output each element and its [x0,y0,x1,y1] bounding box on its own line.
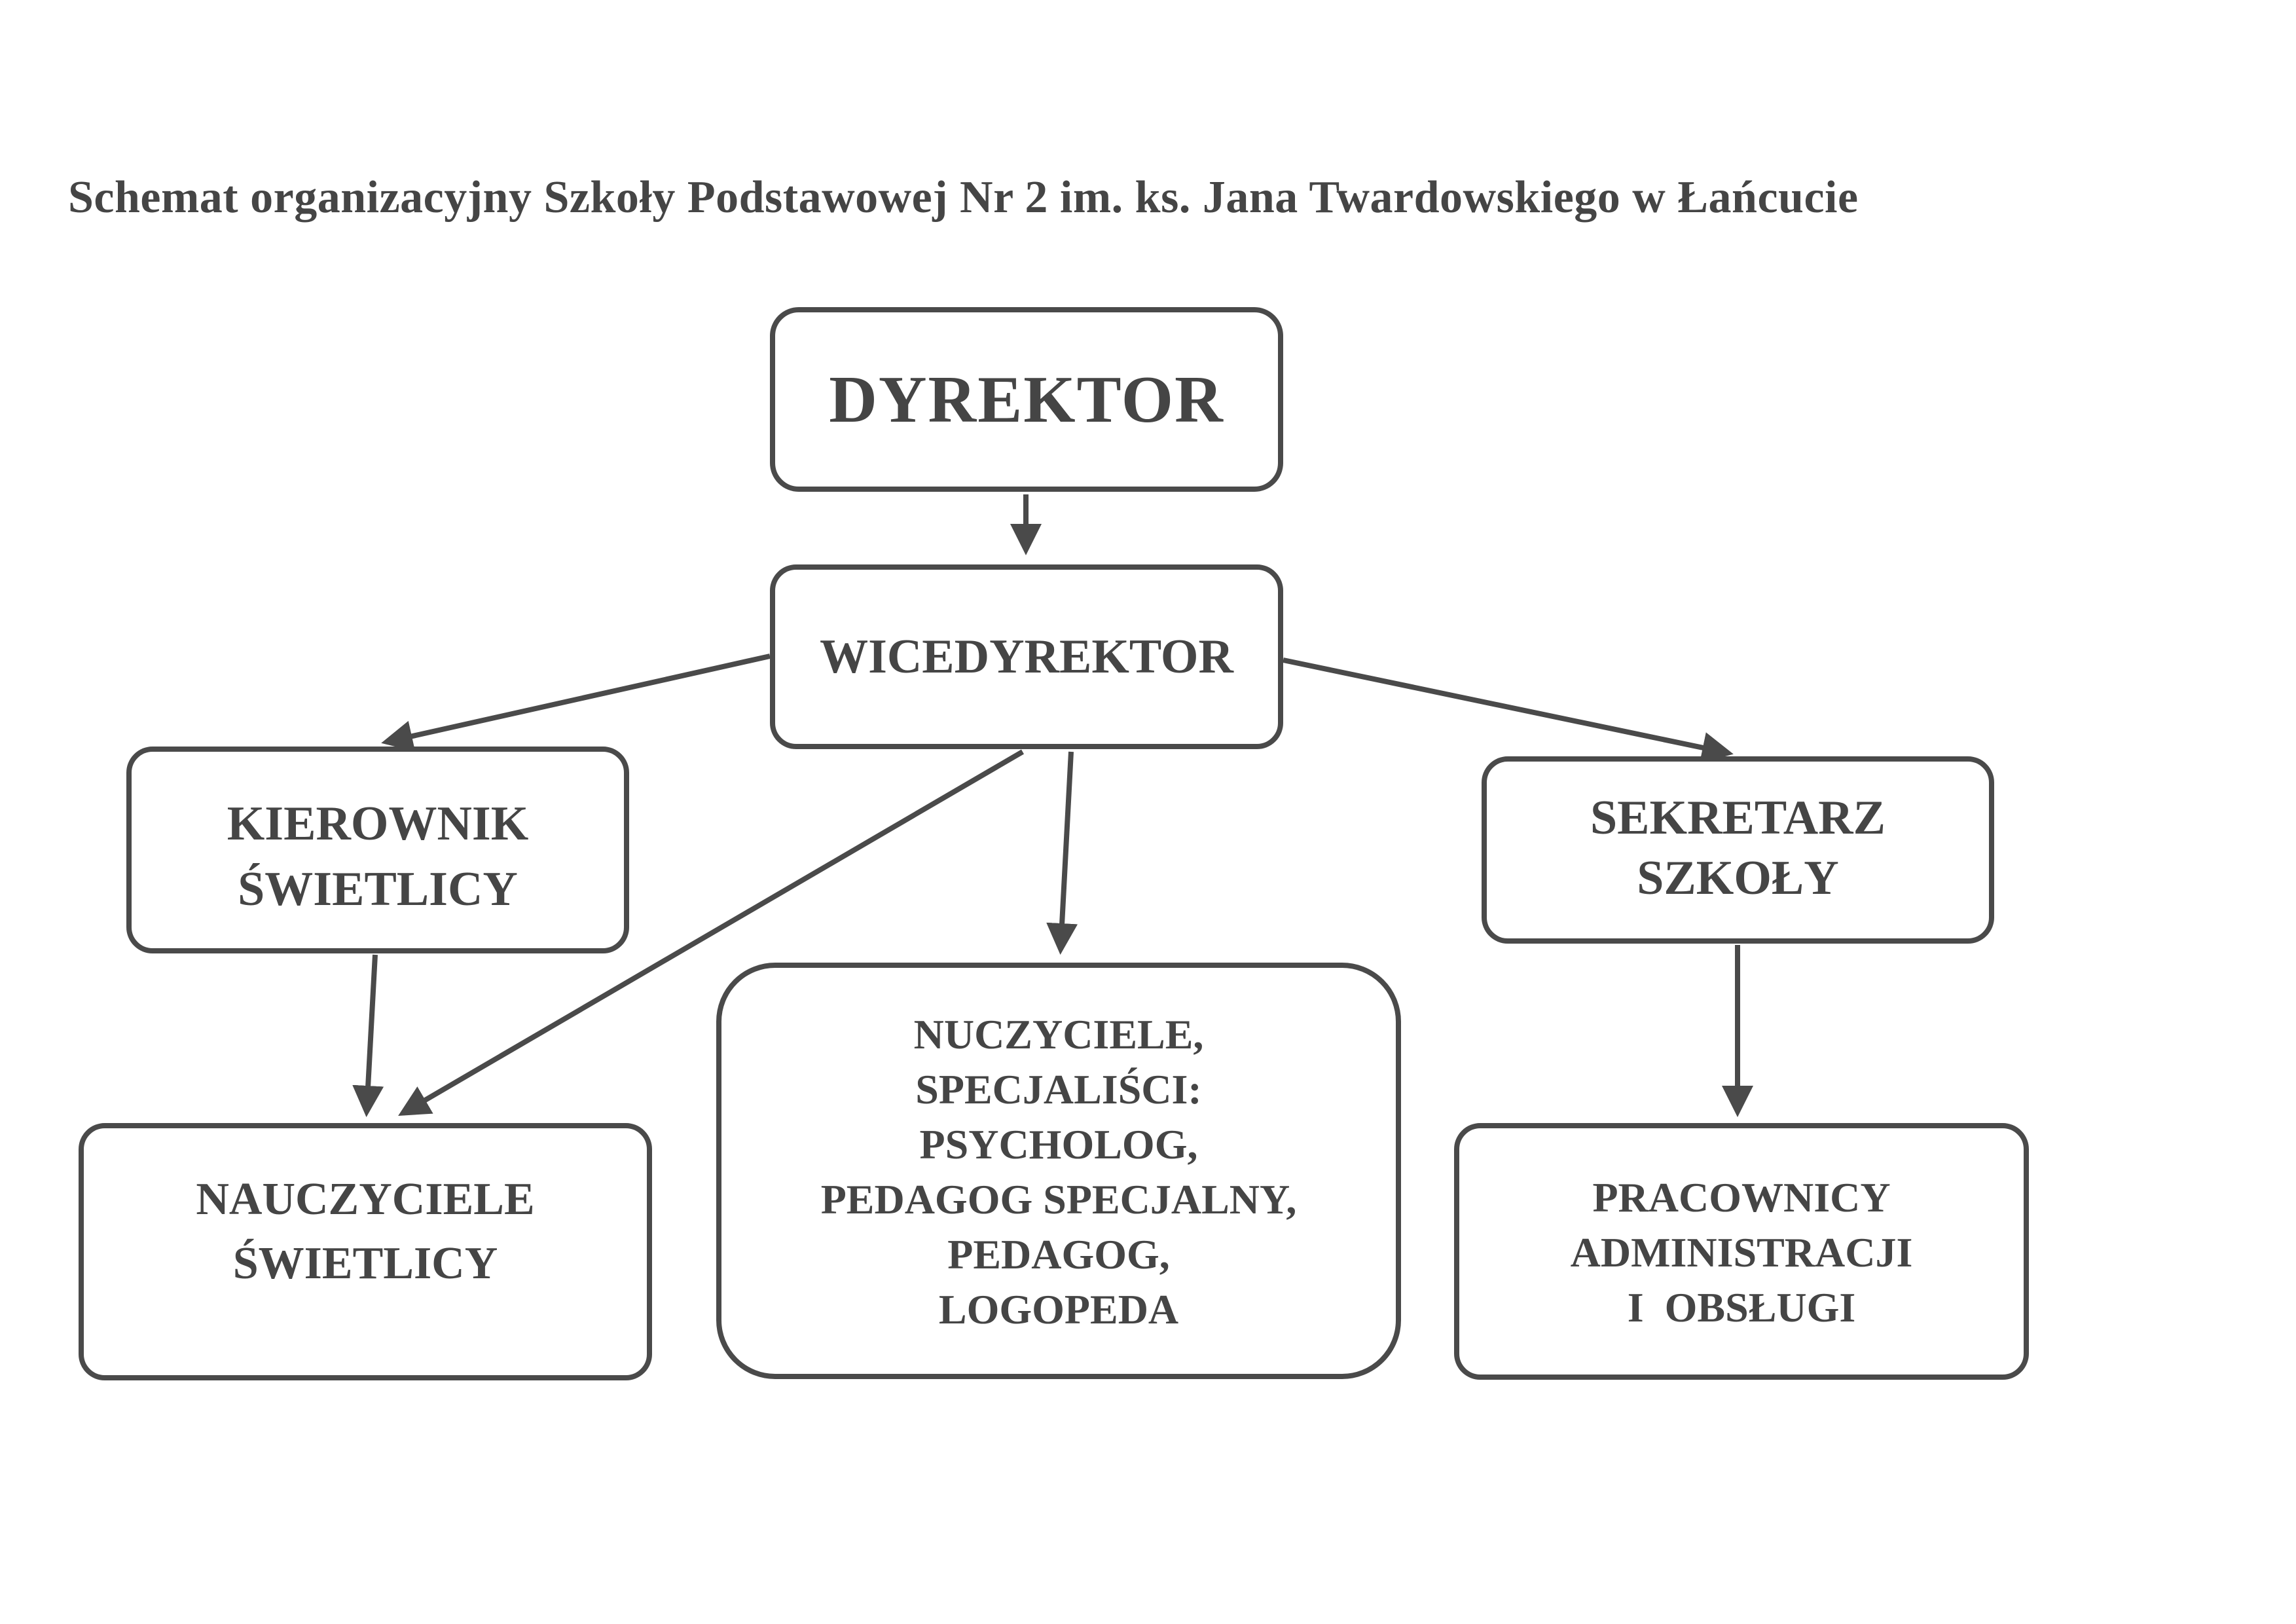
node-nauczyciele-line-3: PSYCHOLOG, [919,1121,1198,1168]
node-nauczyciele-line-1: NUCZYCIELE, [913,1011,1204,1058]
node-sekretarz-line-1: SEKRETARZ [1590,791,1886,845]
node-pracownicy-line-1: PRACOWNICY [1592,1174,1891,1221]
node-kierownik-line-1: KIEROWNIK [227,797,529,851]
node-dyrektor-label: DYREKTOR [829,362,1224,437]
node-sekretarz-szkoly: SEKRETARZ SZKOŁY [1482,756,1994,944]
edge-wicedyrektor-sekretarz [1283,657,1734,764]
edge-wicedyrektor-nauczyciele [1046,751,1078,955]
node-kierownik-line-2: ŚWIETLICY [238,862,518,916]
node-nauczyciele-swietlicy-line-2: ŚWIETLICY [232,1238,498,1289]
node-nauczyciele-line-4: PEDAGOG SPECJALNY, [820,1176,1297,1223]
node-nauczyciele-line-2: SPECJALIŚCI: [915,1066,1202,1113]
node-nauczyciele-specjalisci: NUCZYCIELE, SPECJALIŚCI: PSYCHOLOG, PEDA… [716,963,1401,1379]
edge-kierownik-nauczyciele-swietlicy [352,954,384,1117]
node-dyrektor: DYREKTOR [770,307,1283,492]
node-pracownicy-line-2: ADMINISTRACJI [1570,1229,1913,1276]
node-wicedyrektor-label: WICEDYREKTOR [820,629,1233,684]
diagram-title: Schemat organizacyjny Szkoły Podstawowej… [68,172,1859,223]
node-pracownicy-line-3: I OBSŁUGI [1627,1284,1856,1331]
node-nauczyciele-swietlicy: NAUCZYCIELE ŚWIETLICY [79,1123,652,1380]
node-wicedyrektor: WICEDYREKTOR [770,564,1283,749]
edge-wicedyrektor-kierownik [381,654,771,752]
node-kierownik-swietlicy: KIEROWNIK ŚWIETLICY [126,747,629,953]
node-nauczyciele-swietlicy-line-1: NAUCZYCIELE [196,1174,535,1225]
node-pracownicy: PRACOWNICY ADMINISTRACJI I OBSŁUGI [1454,1123,2029,1380]
node-nauczyciele-line-5: PEDAGOG, [947,1231,1170,1278]
edge-wicedyrektor-nauczyciele-swietlicy [398,749,1025,1116]
node-sekretarz-line-2: SZKOŁY [1637,851,1839,905]
node-nauczyciele-line-6: LOGOPEDA [938,1286,1179,1333]
